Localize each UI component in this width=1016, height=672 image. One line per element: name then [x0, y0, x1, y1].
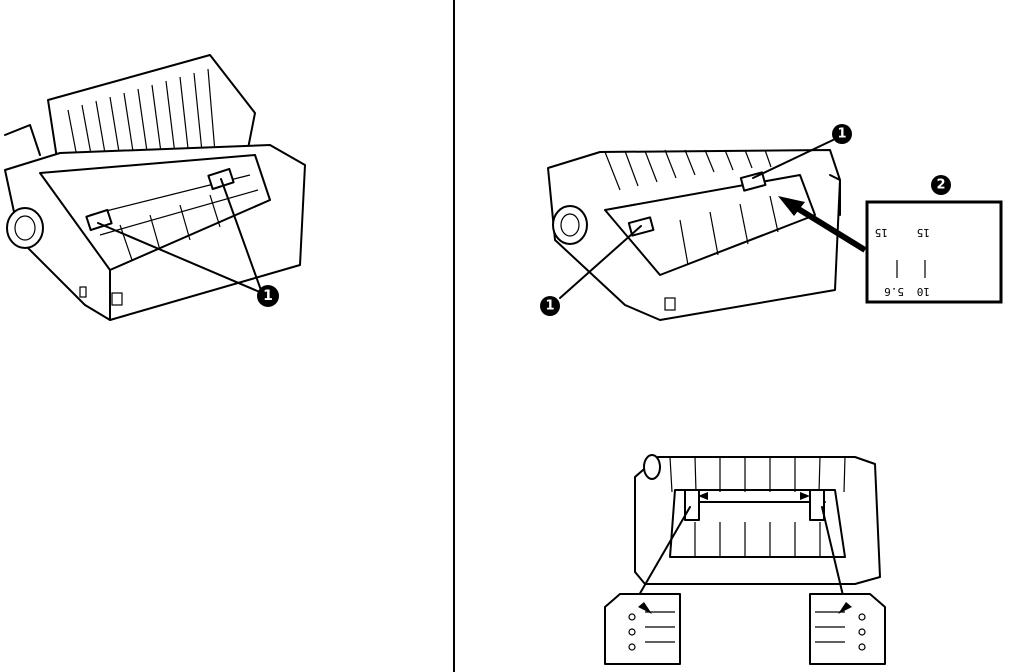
callout-1-top: 1: [837, 127, 846, 142]
scale-label: 15: [917, 226, 930, 239]
callout-1: 1: [263, 288, 273, 304]
scale-label: 5.6: [884, 285, 904, 298]
scale-label: 15: [875, 226, 888, 239]
callout-1-bottom: 1: [545, 299, 554, 314]
scale-label: 10: [917, 285, 930, 298]
figure-tractor-levers: [600, 452, 895, 664]
page-divider: [453, 0, 455, 672]
figure-printer-open-cover: 1: [0, 55, 315, 325]
callout-2: 2: [936, 178, 945, 193]
figure-printer-tractor-scale: 1 1 2 15 15 5.6 10: [530, 120, 1010, 325]
